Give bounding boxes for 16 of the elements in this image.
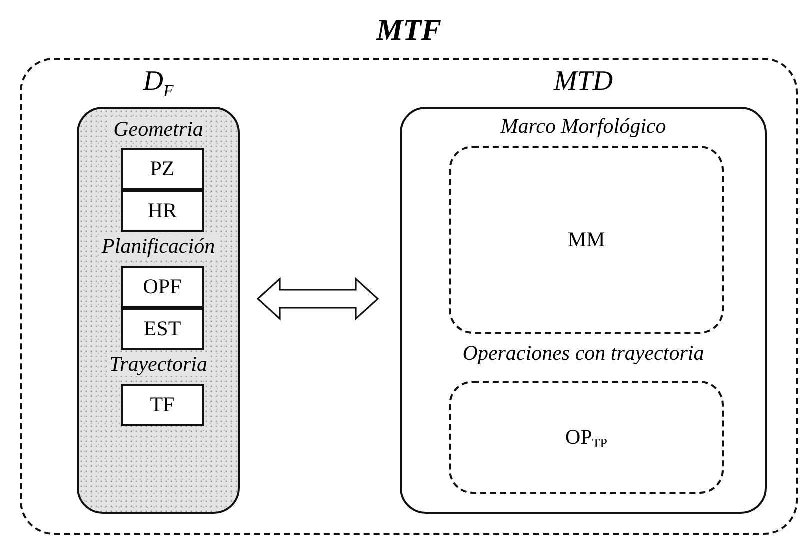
section-title: Trayectoria [106, 352, 210, 376]
box-label: MM [566, 227, 606, 253]
section-title: Geometria [110, 117, 206, 142]
box-label: EST [142, 316, 182, 342]
box-label: OPF [142, 274, 183, 300]
box-label: OP$_{TP}$ [564, 424, 609, 450]
box-label: HR [146, 198, 178, 224]
group-heading: MTF [375, 13, 442, 46]
section-title: Planificación [98, 234, 218, 258]
section-title: Operaciones con trayectoria [462, 341, 706, 366]
double-arrow [256, 277, 380, 321]
box-label: PZ [149, 156, 176, 182]
box-label: TF [149, 392, 176, 418]
group-heading: MTD [552, 65, 614, 96]
group-heading: D$_{F}$ [142, 65, 175, 100]
section-title: Marco Morfológico [500, 114, 668, 138]
